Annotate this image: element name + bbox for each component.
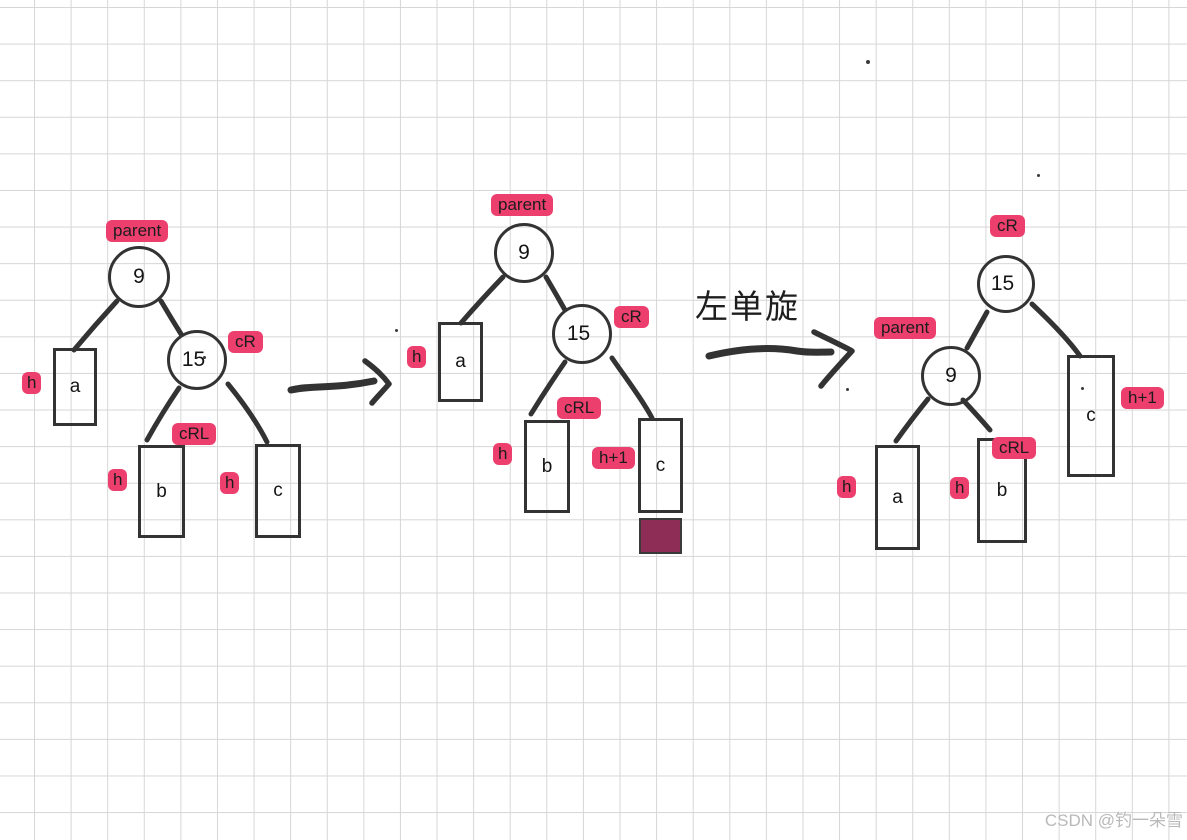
rotated-subtree-a: a bbox=[875, 445, 920, 550]
before-subtree-a: a bbox=[53, 348, 97, 426]
rotated-parent-tag: parent bbox=[874, 317, 937, 339]
edge-inserted-15-to-b bbox=[528, 359, 568, 417]
inserted-subtree-a: a bbox=[438, 322, 483, 402]
edge-before-15-to-c bbox=[225, 381, 270, 445]
pen-dot bbox=[1037, 174, 1040, 177]
pen-dot bbox=[846, 388, 849, 391]
rotated-height-c-tag: h+1 bbox=[1121, 387, 1164, 409]
before-parent-tag: parent bbox=[106, 220, 169, 242]
rotated-height-a-tag: h bbox=[837, 476, 857, 498]
inserted-crl-tag: cRL bbox=[557, 397, 602, 419]
arrow-2-head bbox=[811, 329, 855, 389]
pen-dot bbox=[203, 356, 206, 359]
pen-dot bbox=[395, 329, 398, 332]
inserted-height-b-tag: h bbox=[493, 443, 513, 465]
rotated-crl-tag: cRL bbox=[992, 437, 1037, 459]
inserted-subtree-b: b bbox=[524, 420, 570, 513]
inserted-height-a-tag: h bbox=[407, 346, 427, 368]
rotated-left-child-node: 9 bbox=[921, 346, 981, 406]
arrow-1-shaft bbox=[287, 377, 378, 394]
edge-inserted-9-to-a bbox=[458, 274, 506, 326]
arrow-1-head bbox=[362, 358, 392, 406]
edge-inserted-9-to-15 bbox=[543, 274, 568, 313]
rotated-root-node: 15 bbox=[977, 255, 1035, 313]
inserted-right-child-node: 15 bbox=[552, 304, 612, 364]
inserted-root-node: 9 bbox=[494, 223, 554, 283]
inserted-cr-tag: cR bbox=[614, 306, 649, 328]
edge-rotated-9-to-a bbox=[893, 396, 931, 444]
rotated-height-b-tag: h bbox=[950, 477, 970, 499]
inserted-parent-tag: parent bbox=[491, 194, 554, 216]
inserted-height-c-tag: h+1 bbox=[592, 447, 635, 469]
inserted-subtree-c: c bbox=[638, 418, 683, 513]
csdn-watermark: CSDN @钓一朵雪 bbox=[1044, 811, 1183, 830]
before-crl-tag: cRL bbox=[172, 423, 217, 445]
arrow-2-shaft bbox=[705, 345, 835, 360]
edge-inserted-15-to-c bbox=[609, 355, 655, 421]
pen-dot bbox=[866, 60, 870, 64]
rotated-cr-tag: cR bbox=[990, 215, 1025, 237]
edge-rotated-15-to-9 bbox=[964, 309, 990, 351]
before-cr-tag: cR bbox=[228, 331, 263, 353]
before-height-b-tag: h bbox=[108, 469, 128, 491]
before-height-c-tag: h bbox=[220, 472, 240, 494]
edge-before-15-to-b bbox=[144, 385, 182, 443]
edge-rotated-9-to-b bbox=[960, 397, 993, 433]
before-right-child-node: 15 bbox=[167, 330, 227, 390]
edge-rotated-15-to-c bbox=[1029, 301, 1083, 359]
rotation-title: 左单旋 bbox=[695, 288, 800, 325]
before-height-a-tag: h bbox=[22, 372, 42, 394]
before-subtree-c: c bbox=[255, 444, 301, 538]
before-root-node: 9 bbox=[108, 246, 170, 308]
before-subtree-b: b bbox=[138, 445, 185, 538]
rotated-subtree-c: c bbox=[1067, 355, 1115, 477]
edge-before-9-to-a bbox=[71, 298, 120, 353]
edge-before-9-to-15 bbox=[158, 298, 184, 337]
inserted-new-node-square bbox=[639, 518, 682, 554]
pen-dot bbox=[1081, 387, 1084, 390]
